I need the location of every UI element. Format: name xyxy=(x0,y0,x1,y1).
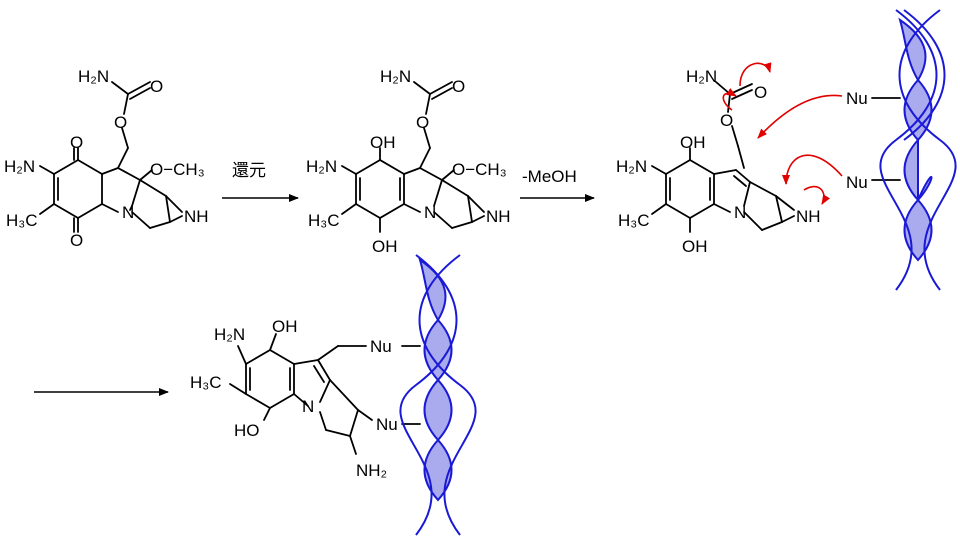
molecule-4-crosslink: H₂N OH HO H₃C N Nu Nu NH₂ xyxy=(190,317,421,480)
mol2-carbonyl-o: O xyxy=(452,77,465,96)
mol4-oh-top: OH xyxy=(272,317,298,336)
molecule-2-hydroquinone: H₂N O O OH OH H₂N H₃C O−CH₃ N NH xyxy=(306,67,511,256)
mol3-nu-top: Nu xyxy=(846,89,868,108)
mol4-ho-bottom: HO xyxy=(234,421,260,440)
reaction-arrow-1: 還元 xyxy=(222,161,299,202)
mol3-ring-n: N xyxy=(734,203,746,222)
mol2-oh-bottom: OH xyxy=(372,237,398,256)
arrow1-label: 還元 xyxy=(232,161,266,180)
dna-helix-right xyxy=(879,9,957,291)
dna-helix-lower xyxy=(399,254,477,536)
mol2-methyl: H₃C xyxy=(308,211,339,230)
mol1-quinone-o-bottom: O xyxy=(70,231,83,250)
mol3-oh-top: OH xyxy=(680,133,706,152)
mol1-ring-n: N xyxy=(122,203,134,222)
mol4-nu-top: Nu xyxy=(370,337,392,356)
arrow2-label: -MeOH xyxy=(522,167,577,186)
mol2-amine: H₂N xyxy=(306,157,337,176)
mol4-nu-bottom: Nu xyxy=(376,415,398,434)
mol2-aziridine-nh: NH xyxy=(486,207,511,226)
mol3-oh-bottom: OH xyxy=(682,237,708,256)
mol4-nh2: NH₂ xyxy=(356,461,387,480)
mol4-amine: H₂N xyxy=(214,325,245,344)
mol3-amine: H₂N xyxy=(616,157,647,176)
mol2-carbamate-nh2: H₂N xyxy=(380,67,411,86)
molecule-1-mitomycin: H₂N O O O O H₂N H₃C O−CH₃ N NH xyxy=(4,67,209,250)
mol3-ester-o: O xyxy=(720,111,733,130)
mol1-amine: H₂N xyxy=(4,157,35,176)
mol1-aziridine-nh: NH xyxy=(184,207,209,226)
mol4-methyl: H₃C xyxy=(190,373,221,392)
mol3-aziridine-nh: NH xyxy=(796,207,821,226)
mol1-quinone-o-top: O xyxy=(70,133,83,152)
mechanism-arrows xyxy=(722,62,843,205)
mol3-methyl: H₃C xyxy=(618,211,649,230)
mol1-methoxy: O−CH₃ xyxy=(150,160,205,179)
mol2-methoxy: O−CH₃ xyxy=(452,160,507,179)
mol3-nu-bottom: Nu xyxy=(846,173,868,192)
reaction-arrow-2: -MeOH xyxy=(520,167,595,202)
mol2-oh-top: OH xyxy=(370,133,396,152)
mol1-carbonyl-o: O xyxy=(150,77,163,96)
mol4-ring-n: N xyxy=(302,397,314,416)
mol2-ester-o: O xyxy=(416,113,429,132)
mol1-methyl: H₃C xyxy=(6,211,37,230)
mol3-carbamate-nh2: H₂N xyxy=(686,67,717,86)
mol1-carbamate-nh2: H₂N xyxy=(78,67,109,86)
mol2-ring-n: N xyxy=(424,203,436,222)
mol1-ester-o: O xyxy=(114,113,127,132)
mol3-carbonyl-o: O xyxy=(754,83,767,102)
molecule-3-intermediate: H₂N O O OH OH H₂N H₃C N NH Nu Nu xyxy=(616,67,901,256)
